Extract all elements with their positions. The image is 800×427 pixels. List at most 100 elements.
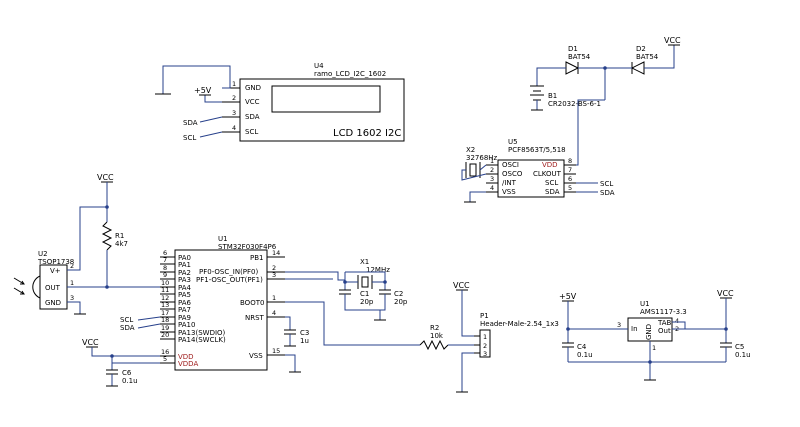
resistor-r2: R2 10k [419, 324, 449, 351]
mcu-pin14-num: 14 [272, 249, 280, 257]
mcu-pin-vdd: VDD [178, 353, 194, 361]
lcd-pin3-name: SDA [245, 113, 260, 121]
capacitor-c5: C5 0.1u [720, 342, 751, 362]
mcu-pin-pa2: PA2 [178, 269, 191, 277]
d1-value: BAT54 [568, 53, 591, 61]
mcu-pin4-num: 4 [272, 309, 276, 317]
rtc-gnd-wire [469, 191, 486, 202]
mcu-right-pins: PB1 PF0-OSC_IN(PF0) PF1-OSC_OUT(PF1) BOO… [196, 249, 285, 360]
p1-value: Header-Male-2.54_1x3 [480, 320, 559, 328]
mcu-pin12-num: 12 [161, 294, 169, 302]
ir-pin1-num: 1 [70, 279, 74, 287]
rtc-pin-int: /INT [502, 179, 517, 187]
lcd-pin4-num: 4 [232, 124, 236, 132]
ir-receiver: U2 TSOP1738 V+ OUT GND 2 1 3 [13, 206, 165, 315]
capacitor-c6: C6 0.1u [106, 363, 138, 387]
rtc-pin-clkout: CLKOUT [533, 170, 562, 178]
ir-pin-vplus: V+ [50, 267, 61, 275]
mcu-pin7-num: 7 [163, 256, 167, 264]
mcu-pin16-num: 16 [161, 348, 169, 356]
ir-pin3-num: 3 [70, 294, 74, 302]
mcu-pin-pa10: PA10 [178, 321, 195, 329]
p1-ref: P1 [480, 312, 489, 320]
vcc-label-d2: VCC [664, 36, 681, 45]
mcu-pin-pa13: PA13(SWDIO) [178, 329, 226, 337]
lcd-module: U4 ramo_LCD_I2C_1602 LCD 1602 I2C GND VC… [155, 62, 405, 142]
header-p1-pin1: 1 [483, 333, 487, 341]
rtc-sda-net: SDA [600, 189, 615, 197]
vcc-label-mcu: VCC [82, 338, 99, 347]
crystal-x1-section: X1 12MHz C1 20p C2 20p [285, 258, 408, 321]
reg-pin-gnd: GND [645, 324, 653, 340]
c5-ref: C5 [735, 343, 744, 351]
lcd-scl-net: SCL [183, 134, 196, 142]
lcd-pin3-num: 3 [232, 109, 236, 117]
x2-ref: X2 [466, 146, 475, 154]
mcu-pin6-num: 6 [163, 249, 167, 257]
mcu-pin9-num: 9 [163, 271, 167, 279]
rtc-pin-scl: SCL [545, 179, 558, 187]
lcd-screen [271, 85, 381, 113]
rtc-pin6-num: 6 [568, 175, 572, 183]
boot-header-section: R2 10k 1 2 3 P1 Header-Male-2.54_1x3 VCC [285, 281, 559, 393]
rtc-scl-net: SCL [600, 180, 613, 188]
mcu-pin-pf1: PF1-OSC_OUT(PF1) [196, 276, 263, 284]
plus5v-label-lcd: +5V [194, 86, 212, 95]
mcu-pin-pa9: PA9 [178, 314, 191, 322]
c1-ref: C1 [360, 290, 369, 298]
mcu-ref: U1 [218, 235, 228, 243]
ir-pin-gnd: GND [45, 299, 61, 307]
ir-light-arrows [13, 277, 25, 295]
reg-pin-tab: TAB [657, 319, 672, 327]
mcu-pin-pa6: PA6 [178, 299, 192, 307]
mcu-pin3-num: 3 [272, 271, 276, 279]
regulator-section: U1 AMS1117-3.3 In GND TAB Out 3 1 4 2 +5… [559, 289, 751, 381]
lcd-5v-wire [204, 95, 222, 103]
r1-ref: R1 [115, 232, 124, 240]
rtc-body [497, 159, 565, 198]
b1-value: CR2032-BS-6-1 [548, 100, 601, 108]
capacitor-c3: C3 1u [284, 316, 309, 347]
lcd-gnd-wire [162, 65, 231, 94]
mcu-pin1-num: 1 [272, 294, 276, 302]
x1-ref: X1 [360, 258, 369, 266]
header-p1-pin2: 2 [483, 342, 487, 350]
mcu-pin-vdda: VDDA [178, 360, 198, 368]
rtc-pin-vss: VSS [502, 188, 516, 196]
d2-vcc-wire [644, 45, 675, 69]
d1-ref: D1 [568, 45, 578, 53]
mcu-pin-boot0: BOOT0 [240, 299, 264, 307]
lcd-pin4-name: SCL [245, 128, 258, 136]
mcu-pin2-num: 2 [272, 264, 276, 272]
rtc-pin-sda: SDA [545, 188, 560, 196]
ir-pin-out: OUT [45, 284, 61, 292]
rtc-value: PCF8563T/5,518 [508, 146, 566, 154]
lcd-pin1-num: 1 [232, 80, 236, 88]
battery-wire [536, 67, 566, 86]
mcu-pin10-num: 10 [161, 279, 169, 287]
c6-ref: C6 [122, 369, 132, 377]
header-p1-pin3: 3 [483, 350, 487, 358]
header-p1: 1 2 3 P1 Header-Male-2.54_1x3 [474, 312, 559, 358]
mcu-pin-pa7: PA7 [178, 306, 191, 314]
mcu-pin-pb1: PB1 [250, 254, 263, 262]
d2-ref: D2 [636, 45, 646, 53]
mcu-pin-pa3: PA3 [178, 276, 191, 284]
rtc-pin2-num: 2 [490, 166, 494, 174]
rtc-pin-osci: OSCI [502, 161, 519, 169]
mcu-pin5-num: 5 [163, 355, 167, 363]
plus5v-label-reg: +5V [559, 292, 577, 301]
ir-value: TSOP1738 [37, 258, 74, 266]
c4-value: 0.1u [577, 351, 593, 359]
r2-ref: R2 [430, 324, 439, 332]
reg-pin3-num: 3 [617, 321, 621, 329]
capacitor-c4: C4 0.1u [562, 329, 593, 362]
reg-ref: U1 [640, 300, 650, 308]
ir-dome [32, 275, 41, 299]
x1-value: 12MHz [366, 266, 390, 274]
mcu-pin15-num: 15 [272, 347, 280, 355]
ir-ref: U2 [38, 250, 48, 258]
mcu-pin11-num: 11 [161, 286, 169, 294]
mcu-pin-pf0: PF0-OSC_IN(PF0) [199, 268, 258, 276]
